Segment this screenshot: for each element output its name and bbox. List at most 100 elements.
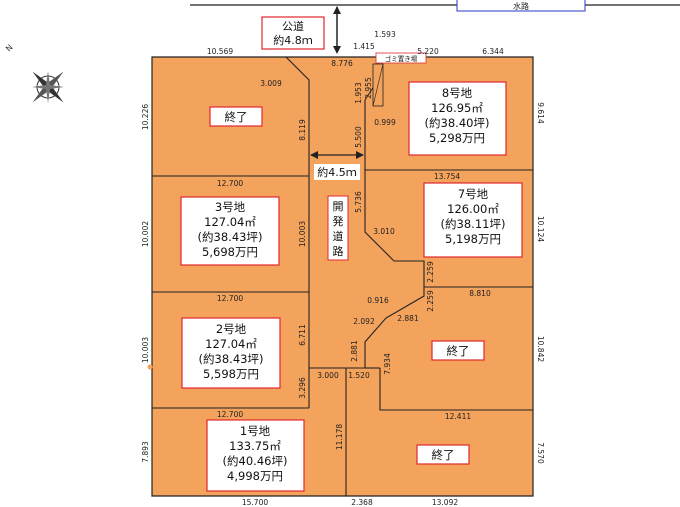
dim-3009: 3.009 (260, 79, 282, 88)
dim-bottom-2: 2.368 (351, 498, 373, 507)
dim-right-4: 7.570 (536, 442, 545, 464)
sold-nw-box (209, 106, 263, 127)
dim-1593: 1.593 (374, 30, 396, 39)
dim-2092: 2.092 (353, 317, 375, 326)
lot7-tsubo: (約38.11坪) (441, 217, 506, 231)
garbage-label-box (375, 52, 427, 64)
dim-right-1: 9.614 (536, 102, 545, 124)
dim-bottom-3: 13.092 (432, 498, 458, 507)
dev-road-width-box (314, 164, 360, 180)
dim-left-2: 10.002 (141, 221, 150, 247)
lot1-name: 1号地 (240, 424, 271, 438)
dim-top-r2: 6.344 (482, 47, 504, 56)
sold-se-label: 終了 (432, 448, 455, 462)
dev-road-char-2: 発 (333, 214, 344, 228)
dim-right-3: 10.842 (536, 336, 545, 362)
boundary-marker (147, 364, 153, 370)
lot1-area: 133.75㎡ (229, 439, 281, 453)
dim-1953: 1.953 (354, 82, 363, 104)
dim-11178: 11.178 (335, 424, 344, 450)
dev-road-box (327, 195, 349, 261)
dev-road-char-4: 路 (333, 245, 344, 258)
lot1-tsubo: (約40.46坪) (223, 454, 288, 468)
dim-0999: 0.999 (374, 118, 396, 127)
waterway-box (456, 0, 586, 12)
lot1-price: 4,998万円 (227, 469, 283, 483)
arrow-head-right (356, 151, 364, 159)
public-road-box (261, 16, 325, 50)
dim-3296: 3.296 (298, 377, 307, 399)
lot8-area: 126.95㎡ (431, 101, 483, 115)
compass-north-letter: N (4, 43, 15, 54)
lot2-name: 2号地 (216, 322, 247, 336)
sold-se-box (416, 444, 470, 465)
lot3-name: 3号地 (215, 200, 246, 214)
dim-h-12411: 12.411 (445, 412, 471, 421)
lot7-name: 7号地 (458, 187, 489, 201)
lot3-box (180, 196, 280, 266)
arrow-head-left (310, 151, 318, 159)
dim-bottom-1: 15.700 (242, 498, 268, 507)
dim-0916: 0.916 (367, 296, 389, 305)
dim-8119: 8.119 (298, 119, 307, 141)
dim-h-8810: 8.810 (469, 289, 491, 298)
sold-nw-label: 終了 (225, 110, 248, 124)
sold-e-box (431, 340, 485, 361)
dim-6711: 6.711 (298, 324, 307, 346)
lot7-price: 5,198万円 (445, 232, 501, 246)
dim-7934: 7.934 (383, 353, 392, 375)
dim-h-13754: 13.754 (434, 172, 460, 181)
dim-1415: 1.415 (353, 42, 375, 51)
lot3-tsubo: (約38.43坪) (198, 230, 263, 244)
lot2-price: 5,598万円 (203, 367, 259, 381)
dim-3000: 3.000 (317, 371, 339, 380)
dim-2881b: 2.881 (350, 340, 359, 362)
lot3-price: 5,698万円 (202, 245, 258, 259)
dim-1520: 1.520 (348, 371, 370, 380)
lot8-name: 8号地 (442, 86, 473, 100)
dim-10003: 10.003 (298, 221, 307, 247)
line-h-410 (379, 368, 533, 411)
lot7-area: 126.00㎡ (447, 202, 499, 216)
arrow-head-down (333, 46, 341, 54)
dev-road-char-3: 道 (333, 229, 344, 243)
dim-top-mid: 8.776 (331, 59, 353, 68)
waterway-label: 水路 (513, 1, 529, 11)
compass-icon (32, 71, 64, 103)
garbage-label: ゴミ置き場 (385, 54, 418, 63)
lot2-box (181, 317, 281, 389)
dim-5736: 5.736 (354, 191, 363, 213)
dim-h-12700-c: 12.700 (217, 410, 243, 419)
lot8-tsubo: (約38.40坪) (425, 116, 490, 130)
dim-left-3: 10.003 (141, 337, 150, 363)
dim-2881a: 2.881 (397, 314, 419, 323)
lot2-area: 127.04㎡ (205, 337, 257, 351)
arrow-head-up (333, 6, 341, 14)
dim-h-12700-b: 12.700 (217, 294, 243, 303)
lot3-area: 127.04㎡ (204, 215, 256, 229)
lot1-box (206, 419, 305, 492)
dim-top-left: 10.569 (207, 47, 233, 56)
lot2-tsubo: (約38.43坪) (199, 352, 264, 366)
lot8-price: 5,298万円 (429, 131, 485, 145)
dim-top-r1: 5.220 (417, 47, 439, 56)
dim-left-1: 10.226 (141, 104, 150, 130)
dim-2955: 2.955 (364, 77, 373, 99)
dim-5500: 5.500 (354, 126, 363, 148)
dim-h-12700-a: 12.700 (217, 179, 243, 188)
dim-right-2: 10.124 (536, 216, 545, 242)
road-east-edge (309, 169, 533, 369)
garbage-hatch (372, 63, 384, 107)
public-road-width: 約4.8ｍ (273, 33, 313, 47)
lot7-box (423, 182, 523, 258)
dim-2259b: 2.259 (426, 290, 435, 312)
sold-e-label: 終了 (447, 344, 470, 358)
public-road-label: 公道 (282, 19, 304, 33)
road-west-edge (285, 56, 310, 408)
lot8-box (408, 81, 507, 156)
dim-left-4: 7.893 (141, 441, 150, 463)
dev-road-char-1: 開 (333, 200, 344, 213)
dev-road-width: 約4.5ｍ (317, 165, 357, 179)
